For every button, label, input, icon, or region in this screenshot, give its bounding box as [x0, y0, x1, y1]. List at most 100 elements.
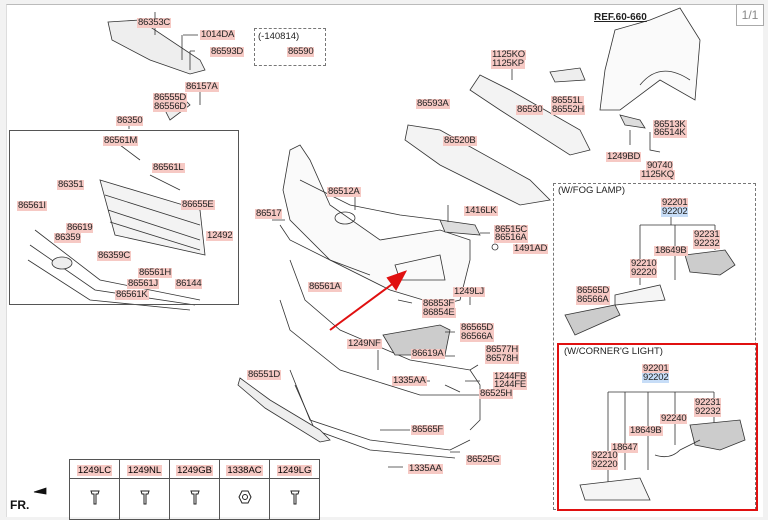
part-label[interactable]: 86512A: [327, 186, 361, 197]
part-label[interactable]: 92220: [630, 267, 658, 278]
part-label[interactable]: 1125KP: [491, 58, 525, 69]
part-label[interactable]: 92202: [661, 206, 689, 217]
part-label[interactable]: 86565D: [460, 322, 495, 333]
part-label[interactable]: 86565D: [576, 285, 611, 296]
part-label[interactable]: 92232: [694, 406, 722, 417]
screw-icon: [139, 490, 150, 504]
part-label[interactable]: 90740: [646, 160, 674, 171]
part-label[interactable]: 86577H: [485, 344, 520, 355]
grille-part: [99, 179, 206, 256]
part-label[interactable]: 86590: [287, 46, 315, 57]
part-label[interactable]: 86520B: [443, 135, 477, 146]
part-label[interactable]: 86525G: [466, 454, 501, 465]
part-label[interactable]: 86530: [516, 104, 544, 115]
fastener-header[interactable]: 1338AC: [219, 459, 270, 479]
highlight-arrow: [329, 270, 408, 331]
fastener-header[interactable]: 1249GB: [169, 459, 220, 479]
fastener-header[interactable]: 1249NL: [119, 459, 170, 479]
part-label[interactable]: 92210: [591, 450, 619, 461]
part-label[interactable]: 86593D: [210, 46, 245, 57]
part-label[interactable]: 86353C: [137, 17, 172, 28]
part-label[interactable]: 86517: [255, 208, 283, 219]
part-label[interactable]: 86561J: [127, 278, 159, 289]
part-label[interactable]: 92231: [694, 397, 722, 408]
part-label[interactable]: 86561K: [115, 289, 149, 300]
part-label[interactable]: 18647: [611, 442, 639, 453]
cornering-light-highlight[interactable]: [557, 343, 758, 511]
part-label[interactable]: 1125KO: [491, 49, 526, 60]
part-label[interactable]: 1249LJ: [453, 286, 485, 297]
part-label[interactable]: 92202: [642, 372, 670, 383]
fastener-header[interactable]: 1249LC: [69, 459, 120, 479]
part-label[interactable]: 86551D: [247, 369, 282, 380]
part-label[interactable]: 86561H: [138, 267, 173, 278]
part-label[interactable]: 1491AD: [513, 243, 549, 254]
part-label[interactable]: 1244FE: [493, 379, 528, 390]
part-label[interactable]: 86556D: [153, 101, 188, 112]
part-label[interactable]: 92231: [693, 229, 721, 240]
bumper-cover-part: [282, 144, 471, 306]
fender-part: [599, 7, 701, 111]
part-label[interactable]: 86561I: [17, 200, 47, 211]
reference-label[interactable]: REF.60-660: [594, 12, 647, 23]
part-label[interactable]: 86593A: [416, 98, 450, 109]
fastener-table: 1249LC 1249NL 1249GB 1338AC 1249LG: [69, 459, 320, 520]
part-label[interactable]: 1249BD: [606, 151, 642, 162]
part-label[interactable]: 86566A: [576, 294, 610, 305]
part-label[interactable]: 92232: [693, 238, 721, 249]
part-label[interactable]: 18649B: [629, 425, 663, 436]
part-label[interactable]: 92240: [660, 413, 688, 424]
part-label[interactable]: 1249NF: [347, 338, 382, 349]
part-label[interactable]: 86561A: [308, 281, 342, 292]
part-label[interactable]: 12492: [206, 230, 234, 241]
part-label[interactable]: 86619A: [411, 348, 445, 359]
part-label[interactable]: 86514K: [653, 127, 687, 138]
fog-lamp-housing: [684, 249, 736, 276]
part-label[interactable]: 86525H: [479, 388, 514, 399]
part-label[interactable]: 86853F: [422, 298, 456, 309]
part-label[interactable]: 86513K: [653, 119, 687, 130]
part-label[interactable]: 86555D: [153, 92, 188, 103]
radiator-cover-part: [107, 19, 206, 75]
part-label[interactable]: 86565F: [411, 424, 445, 435]
part-label[interactable]: 86552H: [551, 104, 586, 115]
part-label[interactable]: 86144: [175, 278, 203, 289]
part-label[interactable]: 86655E: [181, 199, 215, 210]
part-label[interactable]: 92220: [591, 459, 619, 470]
part-label[interactable]: 86157A: [185, 81, 219, 92]
part-label[interactable]: 92210: [630, 258, 658, 269]
fastener-cell: [169, 478, 220, 520]
part-label[interactable]: 86515C: [494, 224, 529, 235]
fastener-header[interactable]: 1249LG: [269, 459, 320, 479]
energy-absorber-part: [404, 124, 551, 206]
part-label[interactable]: 86578H: [485, 353, 520, 364]
page-indicator: 1/1: [736, 4, 764, 26]
part-label[interactable]: 86359: [54, 232, 82, 243]
part-label[interactable]: 86350: [116, 115, 144, 126]
part-label[interactable]: 86359C: [97, 250, 132, 261]
grille-assembly-box: [9, 130, 239, 305]
date-note: (-140814): [258, 31, 300, 42]
part-label[interactable]: 86561L: [152, 162, 185, 173]
part-label[interactable]: 86516A: [494, 232, 528, 243]
part-label[interactable]: 1335AA: [392, 375, 427, 386]
date-note-box: [254, 28, 326, 66]
part-label[interactable]: 86561M: [103, 135, 139, 146]
part-label[interactable]: 1335AA: [408, 463, 443, 474]
part-label[interactable]: 1416LK: [464, 205, 498, 216]
emblem-part: [51, 256, 73, 270]
part-label[interactable]: 92201: [661, 197, 689, 208]
part-label[interactable]: 86551L: [551, 95, 584, 106]
part-label[interactable]: 86566A: [460, 331, 494, 342]
part-label[interactable]: 1125KQ: [640, 169, 675, 180]
part-label[interactable]: 1244FB: [493, 371, 528, 382]
part-label[interactable]: 18649B: [654, 245, 688, 256]
cornering-lamp-housing: [689, 419, 746, 451]
part-label[interactable]: 86854E: [422, 307, 456, 318]
part-label[interactable]: 86619: [66, 222, 94, 233]
part-label[interactable]: 1014DA: [200, 29, 236, 40]
fastener-cell: [219, 478, 270, 520]
part-label[interactable]: 92201: [642, 363, 670, 374]
fastener-cell: [119, 478, 170, 520]
part-label[interactable]: 86351: [57, 179, 85, 190]
